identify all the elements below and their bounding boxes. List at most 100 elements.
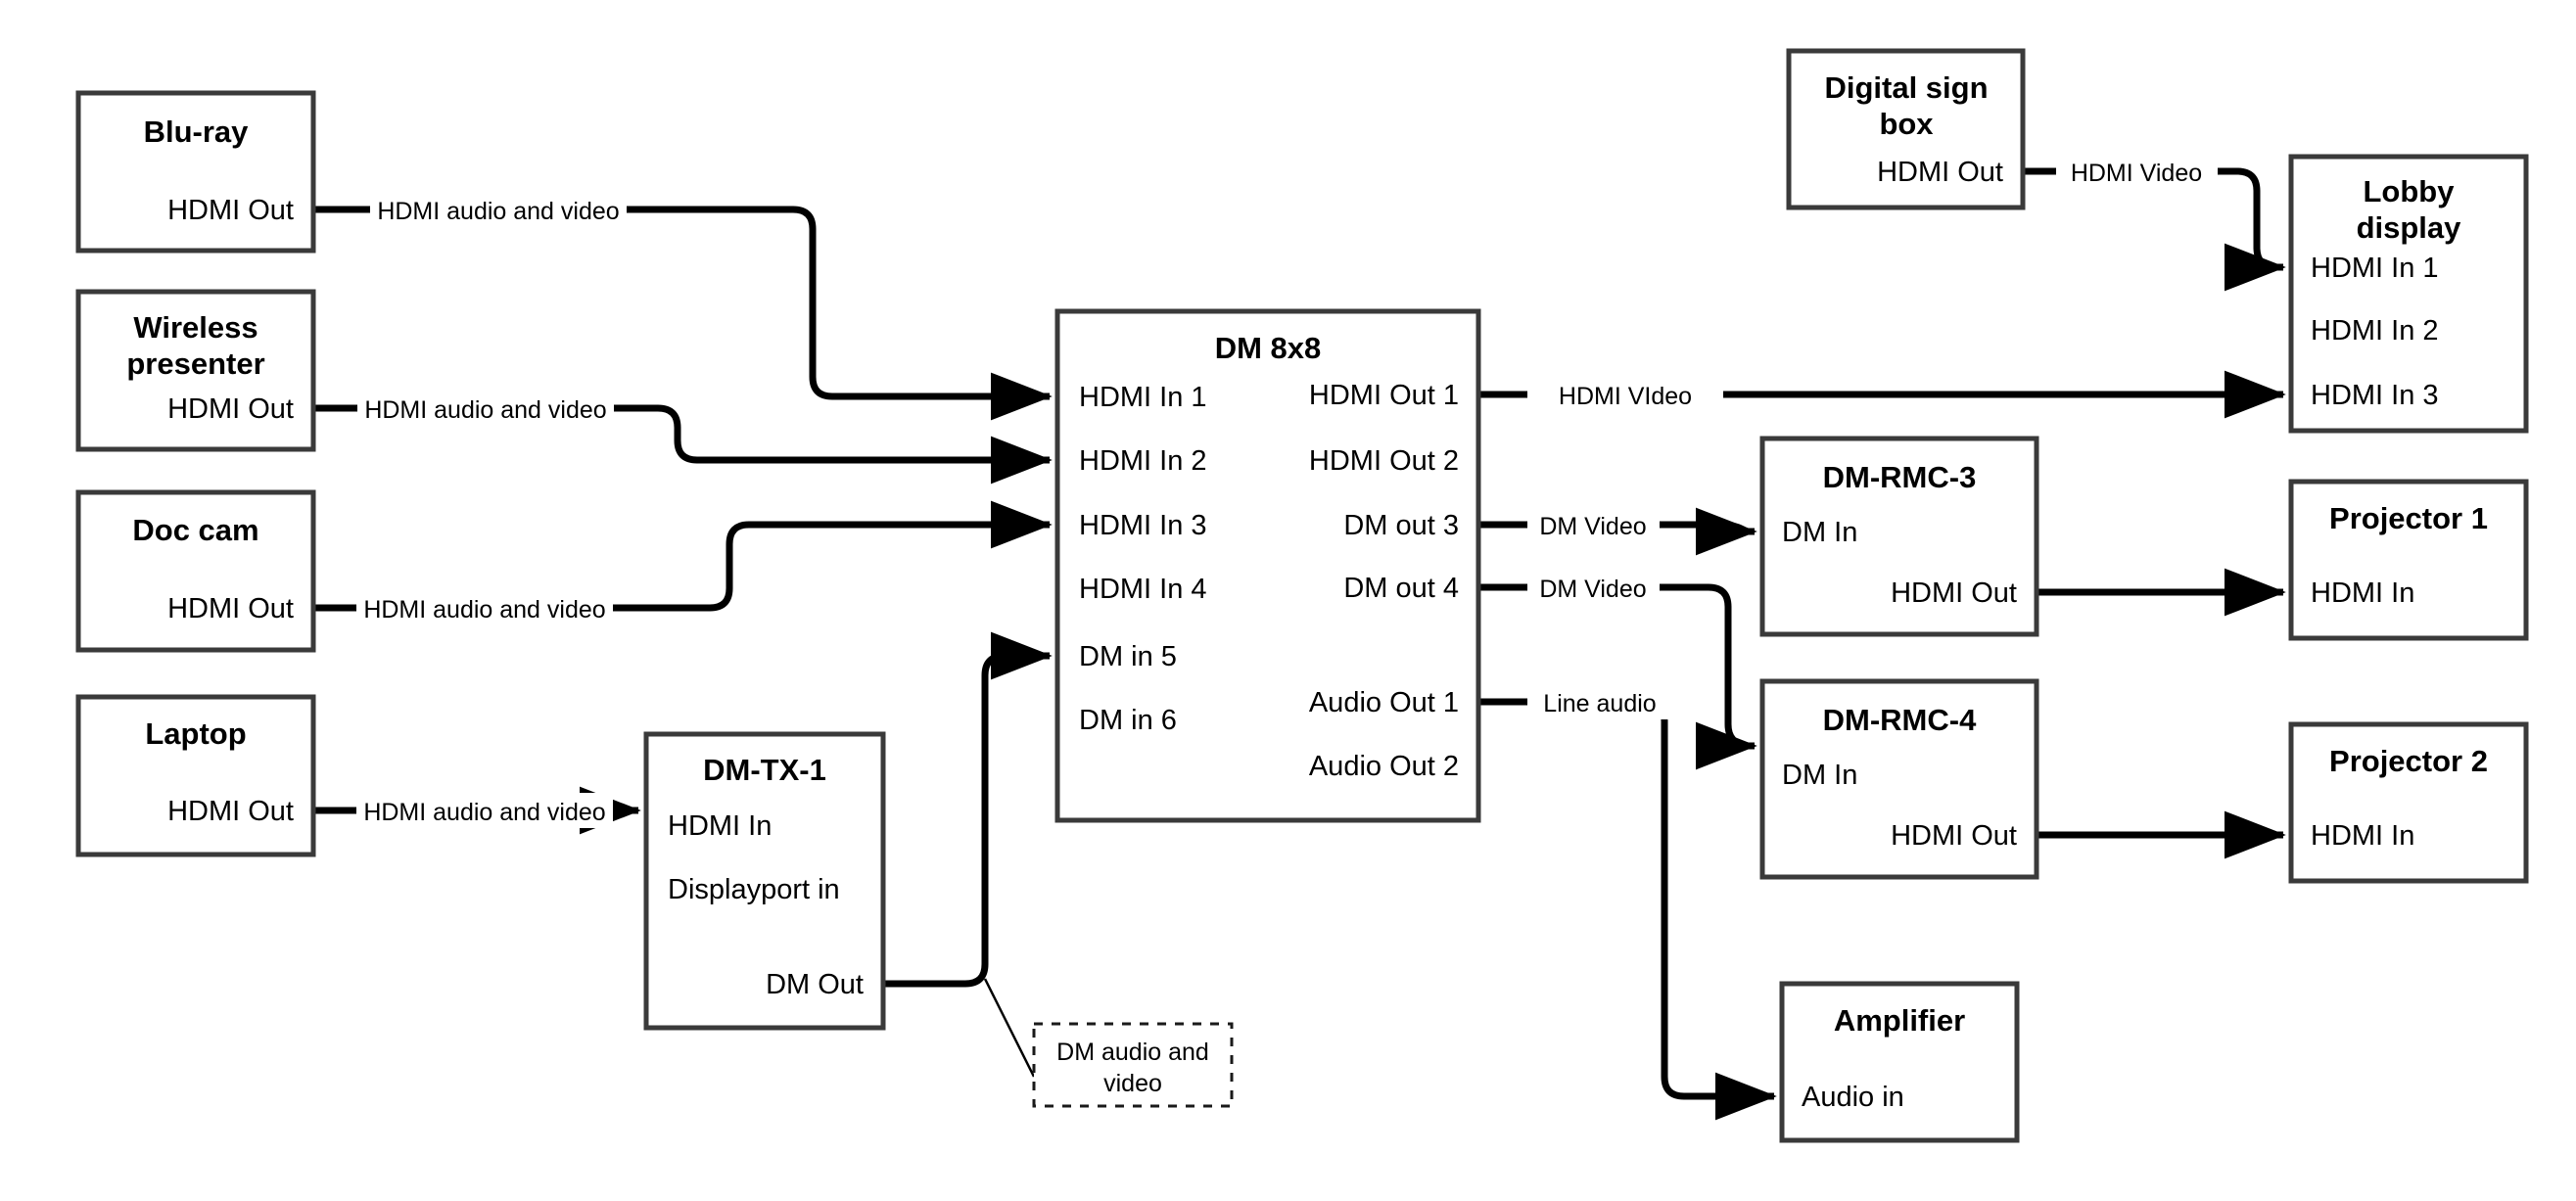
- label-bg-doccam: [356, 590, 613, 625]
- projector-2-port-hdmi-in: HDMI In: [2311, 820, 2414, 852]
- lobby-display-box: [2288, 154, 2529, 434]
- wireless-presenter-port-hdmi-out: HDMI Out: [167, 393, 294, 425]
- device-doc-cam[interactable]: Doc cam HDMI Out: [75, 489, 316, 653]
- bluray-box: [75, 90, 316, 254]
- device-projector-2[interactable]: Projector 2 HDMI In: [2288, 721, 2529, 884]
- lobby-display-input-hdmi-in-2: HDMI In 2: [2311, 315, 2439, 346]
- digital-sign-box-port-hdmi-out: HDMI Out: [1877, 157, 2003, 188]
- device-dm-8x8[interactable]: DM 8x8 HDMI In 1 HDMI In 2 HDMI In 3 HDM…: [1054, 308, 1481, 823]
- dm-tx-1-port-displayport-in: Displayport in: [668, 874, 840, 905]
- device-dm-tx-1[interactable]: DM-TX-1 HDMI In Displayport in DM Out: [643, 731, 886, 1031]
- amplifier-box: [1779, 981, 2020, 1143]
- digital-sign-box-title-line1: Digital sign: [1824, 70, 1988, 105]
- label-bg-wireless: [357, 391, 614, 426]
- dm-rmc-3-port-dm-in: DM In: [1782, 517, 1857, 548]
- dm-8x8-output-hdmi-out-1: HDMI Out 1: [1309, 380, 1459, 411]
- dm-8x8-output-hdmi-out-2: HDMI Out 2: [1309, 445, 1459, 477]
- lobby-display-title-line1: Lobby: [2364, 174, 2456, 208]
- dm-tx-1-title: DM-TX-1: [703, 753, 826, 787]
- projector-1-box: [2288, 479, 2529, 641]
- cable-bluray-to-dm8x8: [313, 206, 1053, 421]
- device-laptop[interactable]: Laptop HDMI Out: [75, 694, 316, 857]
- dm-rmc-3-port-hdmi-out: HDMI Out: [1891, 577, 2017, 609]
- label-bg-dm-video-out3: [1527, 507, 1660, 542]
- dm-tx-1-box: [643, 731, 886, 1031]
- cable-label-doccam-to-dm8x8: HDMI audio and video: [363, 596, 605, 624]
- laptop-title: Laptop: [145, 716, 246, 751]
- laptop-box: [75, 694, 316, 857]
- callout-leader-line: [983, 978, 1036, 1078]
- bluray-port-hdmi-out: HDMI Out: [167, 195, 294, 226]
- device-dm-rmc-3[interactable]: DM-RMC-3 DM In HDMI Out: [1759, 436, 2039, 637]
- label-bg-sign-hdmi-video: [2056, 154, 2218, 189]
- device-bluray[interactable]: Blu-ray HDMI Out: [75, 90, 316, 254]
- dm-8x8-input-hdmi-in-1: HDMI In 1: [1079, 382, 1207, 413]
- label-bg-line-audio: [1527, 684, 1674, 719]
- amplifier-port-audio-in: Audio in: [1802, 1082, 1904, 1113]
- dm-8x8-box: [1054, 308, 1481, 823]
- device-wireless-presenter[interactable]: Wireless presenter HDMI Out: [75, 289, 316, 452]
- cable-label-dm8x8-dmout4-to-rmc4: DM Video: [1539, 576, 1646, 603]
- bluray-title: Blu-ray: [144, 115, 250, 149]
- projector-1-title: Projector 1: [2329, 501, 2488, 535]
- cable-label-dm8x8-hdmiout1-to-lobby: HDMI VIdeo: [1559, 383, 1692, 410]
- label-bg-dm-video-out4: [1527, 570, 1660, 605]
- cable-label-wireless-to-dm8x8: HDMI audio and video: [364, 396, 606, 424]
- device-dm-rmc-4[interactable]: DM-RMC-4 DM In HDMI Out: [1759, 678, 2039, 880]
- cable-dm8x8-audioout1-to-amplifier: [1478, 698, 1774, 1096]
- doc-cam-box: [75, 489, 316, 653]
- dm-8x8-output-audio-out-1: Audio Out 1: [1309, 687, 1459, 718]
- doc-cam-title: Doc cam: [132, 513, 258, 547]
- callout-label-line2: video: [1103, 1070, 1162, 1097]
- dm-8x8-output-dm-out-4: DM out 4: [1343, 573, 1459, 604]
- dm-8x8-input-hdmi-in-3: HDMI In 3: [1079, 510, 1207, 541]
- device-lobby-display[interactable]: Lobby display HDMI In 1 HDMI In 2 HDMI I…: [2288, 154, 2529, 434]
- dm-rmc-3-box: [1759, 436, 2039, 637]
- lobby-display-input-hdmi-in-1: HDMI In 1: [2311, 253, 2439, 284]
- dm-rmc-4-port-hdmi-out: HDMI Out: [1891, 820, 2017, 852]
- device-digital-sign-box[interactable]: Digital sign box HDMI Out: [1786, 48, 2026, 210]
- digital-sign-box: [1786, 48, 2026, 210]
- cable-label-laptop-to-dmtx1: HDMI audio and video: [363, 799, 605, 826]
- cable-dm8x8-dmout3-to-rmc3: [1478, 525, 1755, 531]
- dm-8x8-input-dm-in-5: DM in 5: [1079, 641, 1177, 672]
- dm-rmc-4-title: DM-RMC-4: [1823, 703, 1977, 737]
- cable-label-dm8x8-audioout1-to-amplifier: Line audio: [1543, 690, 1656, 717]
- dm-rmc-3-title: DM-RMC-3: [1823, 460, 1977, 494]
- wireless-presenter-title-line2: presenter: [126, 346, 264, 381]
- callout-dm-audio-and-video: DM audio and video: [1032, 1022, 1234, 1108]
- projector-1-port-hdmi-in: HDMI In: [2311, 577, 2414, 609]
- dm-8x8-output-audio-out-2: Audio Out 2: [1309, 751, 1459, 782]
- lobby-display-title-line2: display: [2357, 210, 2462, 245]
- amplifier-title: Amplifier: [1834, 1003, 1965, 1038]
- cable-sign-to-lobby: [2023, 167, 2283, 267]
- device-projector-1[interactable]: Projector 1 HDMI In: [2288, 479, 2529, 641]
- projector-2-box: [2288, 721, 2529, 884]
- label-bg-bluray: [370, 192, 627, 227]
- callout-box: [1032, 1022, 1234, 1108]
- label-bg-hdmi-video-out1: [1527, 377, 1723, 412]
- projector-2-title: Projector 2: [2329, 744, 2488, 778]
- cable-dm8x8-dmout4-to-rmc4: [1478, 583, 1755, 746]
- cable-doccam-to-dm8x8: [313, 500, 1053, 612]
- wireless-presenter-box: [75, 289, 316, 452]
- wireless-presenter-title-line1: Wireless: [133, 310, 258, 345]
- cable-label-sign-to-lobby: HDMI Video: [2071, 160, 2202, 187]
- dm-rmc-4-port-dm-in: DM In: [1782, 760, 1857, 791]
- dm-8x8-input-hdmi-in-2: HDMI In 2: [1079, 445, 1207, 477]
- dm-rmc-4-box: [1759, 678, 2039, 880]
- cable-label-dm8x8-dmout3-to-rmc3: DM Video: [1539, 513, 1646, 540]
- doc-cam-port-hdmi-out: HDMI Out: [167, 593, 294, 624]
- cable-wireless-to-dm8x8: [313, 404, 1053, 485]
- lobby-display-input-hdmi-in-3: HDMI In 3: [2311, 380, 2439, 411]
- dm-tx-1-port-hdmi-in: HDMI In: [668, 810, 772, 842]
- dm-8x8-input-dm-in-6: DM in 6: [1079, 705, 1177, 736]
- laptop-port-hdmi-out: HDMI Out: [167, 796, 294, 827]
- device-amplifier[interactable]: Amplifier Audio in: [1779, 981, 2020, 1143]
- digital-sign-box-title-line2: box: [1879, 107, 1934, 141]
- label-bg-laptop: [356, 793, 613, 828]
- dm-8x8-title: DM 8x8: [1215, 331, 1322, 365]
- dm-tx-1-port-dm-out: DM Out: [766, 969, 864, 1000]
